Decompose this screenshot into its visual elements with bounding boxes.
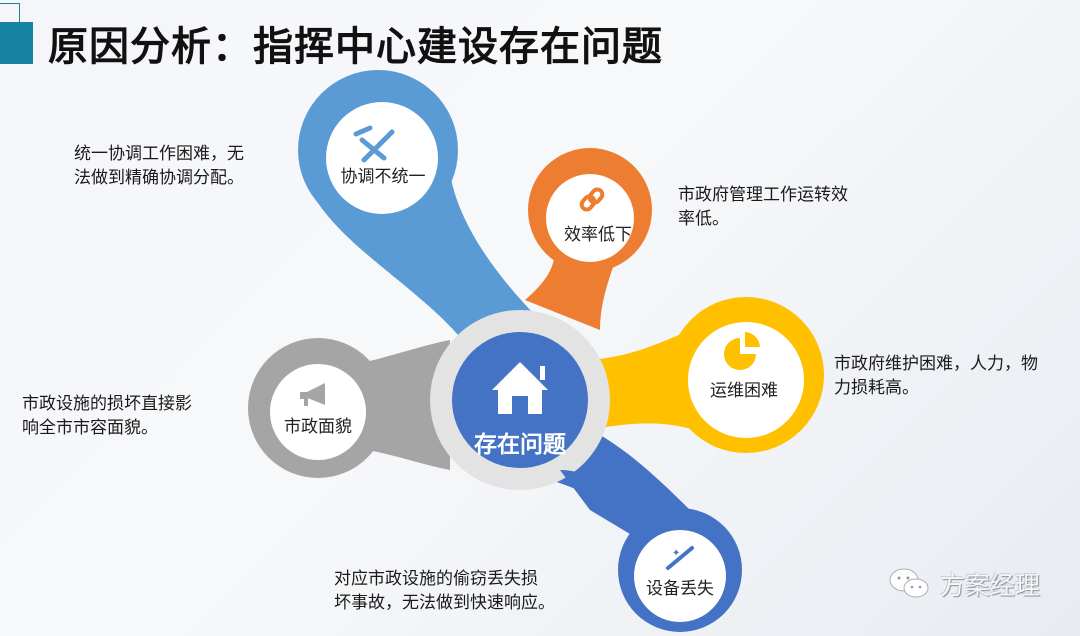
title-accent-bar [0,22,33,64]
tools-icon [353,125,395,163]
desc-line: 市政府维护困难，人力，物 [834,354,1038,374]
desc-maintenance: 市政府维护困难，人力，物 力损耗高。 [834,352,1038,400]
arm-coordination [298,70,540,350]
watermark-text: 方案经理 [940,571,1041,600]
watermark: 方案经理 [888,566,1040,602]
arm-maintenance [580,297,824,453]
node-label-coordination: 协调不统一 [340,167,426,187]
wechat-icon [889,568,929,598]
house-icon [492,362,548,414]
svg-text:✦: ✦ [672,548,680,559]
desc-line: 坏事故，无法做到快速响应。 [334,593,555,613]
node-label-maintenance: 运维困难 [710,381,778,401]
node-label-efficiency: 效率低下 [564,225,632,245]
node-label-appearance: 市政面貌 [284,417,352,437]
page-title: 原因分析：指挥中心建设存在问题 [48,24,663,70]
desc-line: 响全市市容面貌。 [22,418,158,438]
desc-appearance: 市政设施的损坏直接影 响全市市容面貌。 [22,392,192,440]
desc-line: 统一协调工作困难，无 [74,144,244,164]
desc-line: 市政设施的损坏直接影 [22,394,192,414]
pie-chart-icon [724,332,760,370]
node-label-equipment-loss: 设备丢失 [646,579,714,599]
arm-appearance [248,338,450,478]
megaphone-icon [300,383,325,406]
arm-equipment-loss [510,420,742,632]
desc-line: 力损耗高。 [834,378,919,398]
desc-line: 市政府管理工作运转效 [678,185,848,205]
center-label: 存在问题 [474,432,566,458]
desc-line: 率低。 [678,209,729,229]
desc-line: 对应市政设施的偷窃丢失损 [334,569,538,589]
link-icon [579,187,605,212]
desc-line: 法做到精确协调分配。 [74,168,244,188]
magic-wand-icon: ✦ [666,546,694,570]
desc-equipment-loss: 对应市政设施的偷窃丢失损 坏事故，无法做到快速响应。 [334,567,555,615]
desc-coordination: 统一协调工作困难，无 法做到精确协调分配。 [74,142,244,190]
desc-efficiency: 市政府管理工作运转效 率低。 [678,183,848,231]
